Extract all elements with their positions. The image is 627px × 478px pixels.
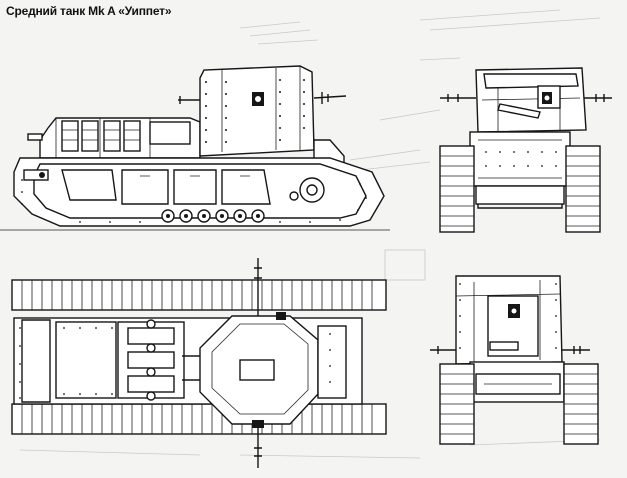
front-hull bbox=[469, 131, 571, 187]
right-track bbox=[565, 145, 601, 233]
top-track-upper bbox=[11, 279, 387, 311]
right-gun bbox=[582, 94, 612, 102]
rear-view bbox=[430, 275, 599, 445]
left-gun bbox=[440, 94, 476, 102]
front-machine-gun bbox=[313, 92, 347, 104]
drive-sprocket bbox=[299, 177, 325, 203]
top-gun-down bbox=[254, 424, 262, 468]
top-track-lower bbox=[11, 403, 387, 435]
left-track bbox=[439, 145, 475, 233]
figure-title: Средний танк Mk A «Уиппет» bbox=[6, 4, 172, 18]
road-wheels bbox=[161, 209, 265, 223]
rear-left-gun bbox=[430, 346, 456, 354]
track-panels bbox=[61, 169, 271, 205]
rear-right-gun bbox=[560, 346, 590, 354]
top-view bbox=[11, 258, 387, 468]
engine-louvres bbox=[61, 120, 141, 152]
front-view bbox=[439, 67, 612, 233]
track-links bbox=[21, 280, 373, 434]
top-gun-up bbox=[254, 258, 262, 316]
rear-machine-gun bbox=[178, 96, 200, 104]
fighting-cabin bbox=[199, 65, 315, 157]
side-view bbox=[0, 65, 390, 231]
